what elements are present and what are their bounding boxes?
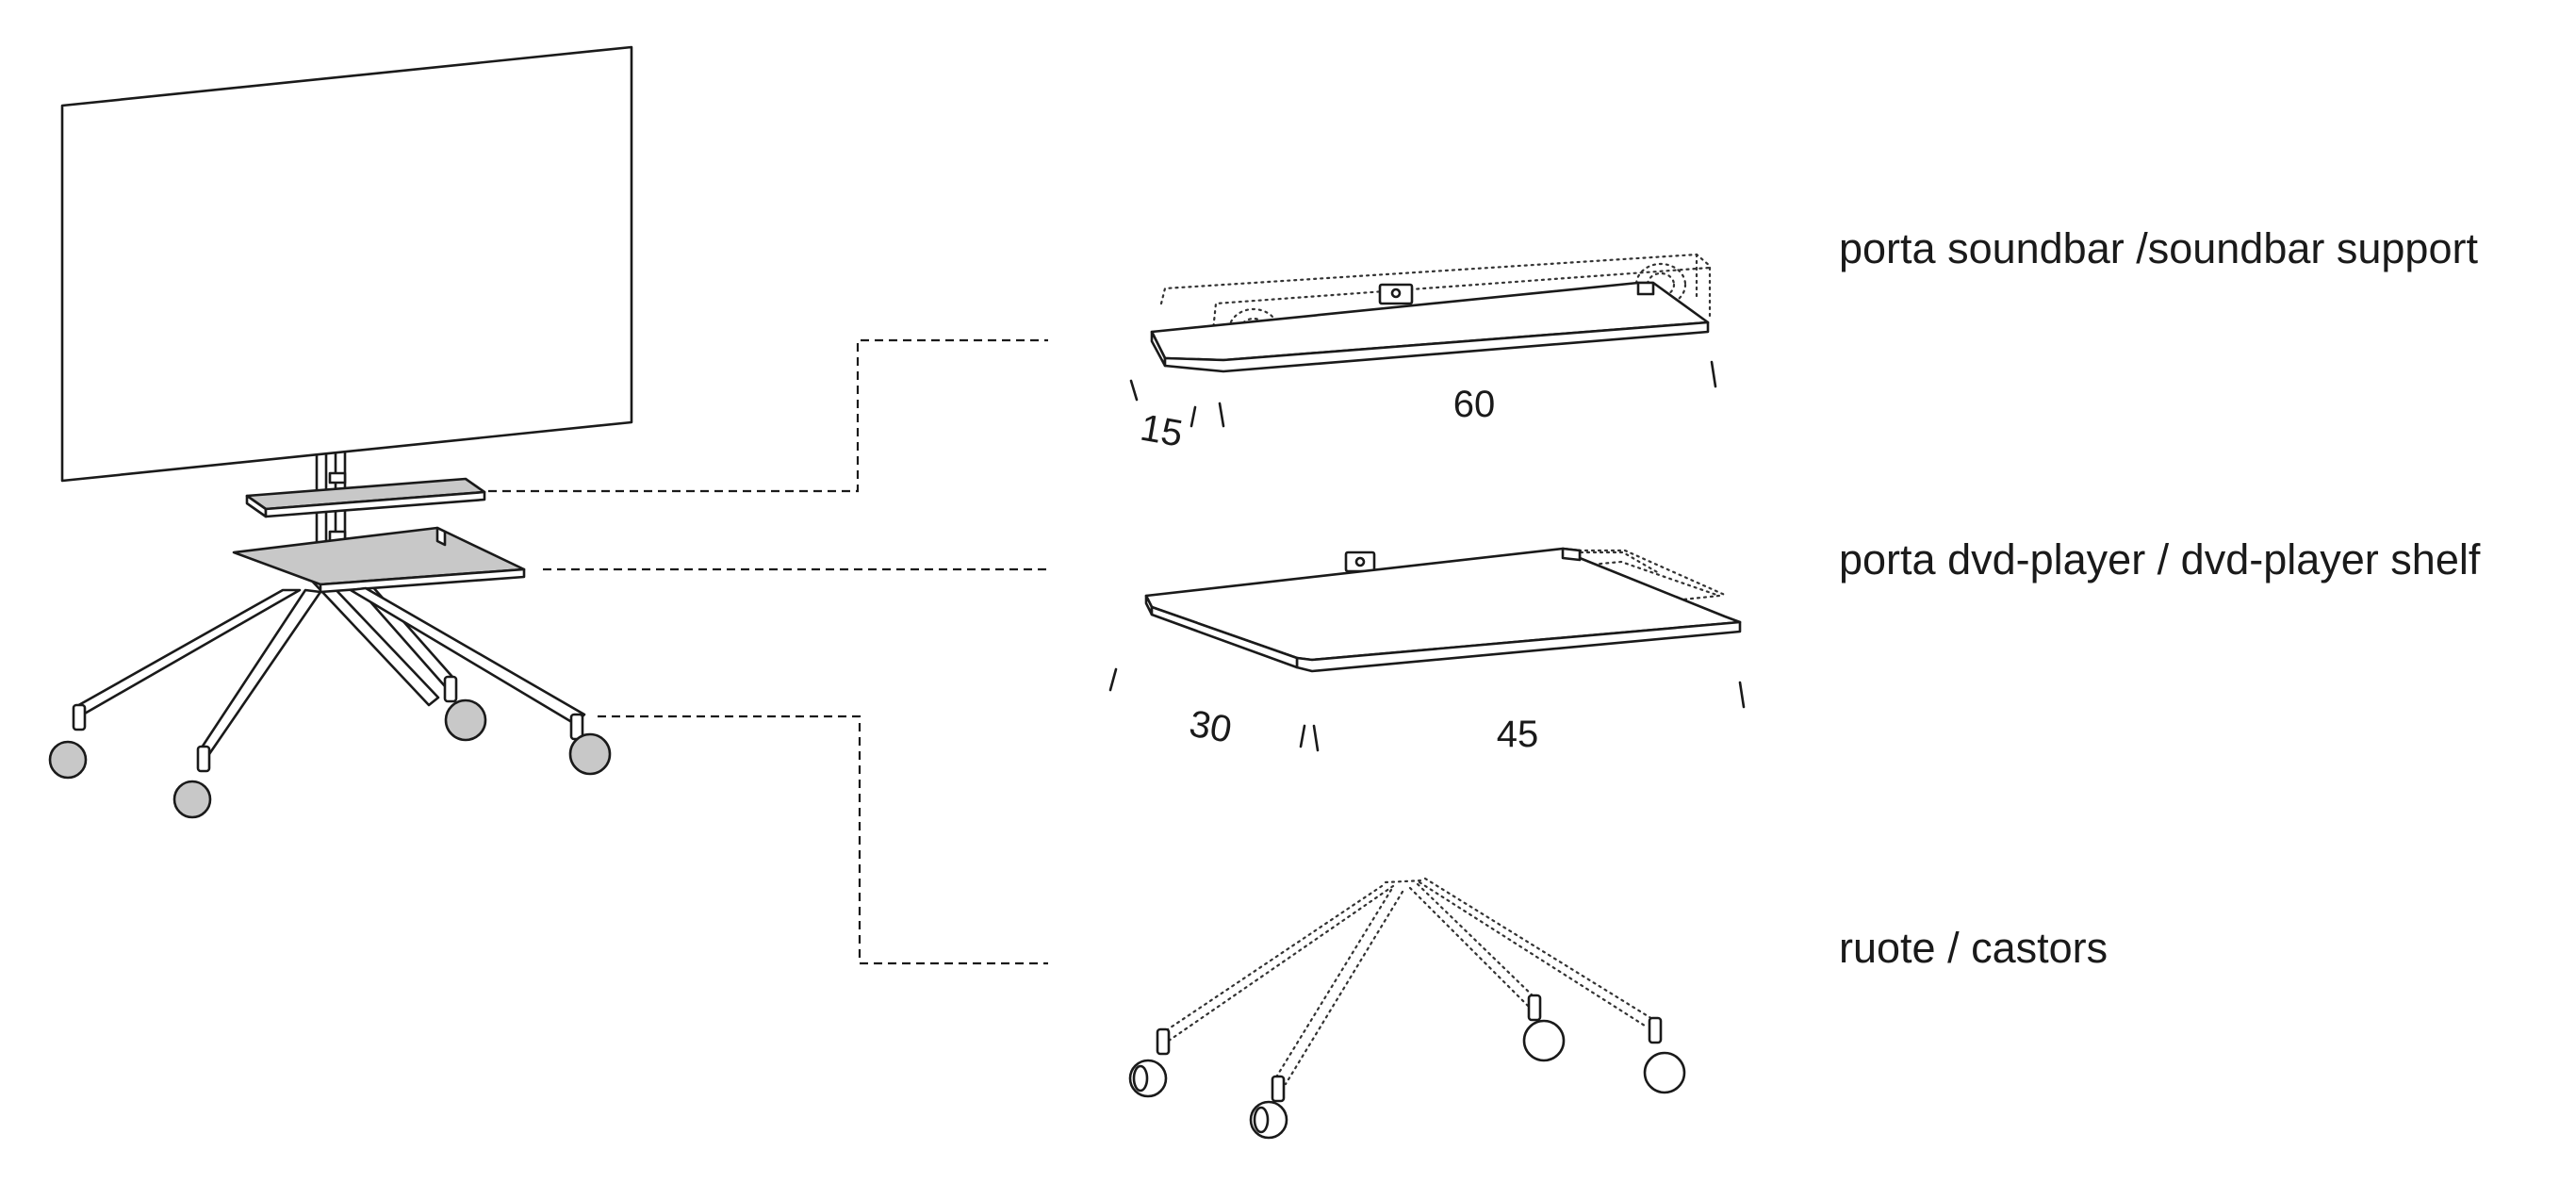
soundbar-bracket	[1378, 283, 1414, 305]
castors-label: ruote / castors	[1839, 924, 2108, 972]
leader-soundbar	[488, 338, 1048, 493]
dvd-player-shelf-label: porta dvd-player / dvd-player shelf	[1839, 535, 2481, 583]
castor-leg-ghosts	[1157, 877, 1659, 1086]
dvd-width-dimension: 45	[1497, 714, 1539, 755]
stand-castors	[48, 675, 612, 819]
dvd-shelf-detail: 30 45	[1108, 547, 1746, 755]
soundbar-dimension-ticks	[1129, 360, 1717, 428]
dvd-depth-dimension: 30	[1187, 703, 1235, 751]
soundbar-shelf-mounted	[245, 471, 486, 518]
leader-lines	[488, 338, 1048, 965]
tv-stand-assembly	[48, 45, 633, 819]
leader-castors	[598, 715, 1048, 965]
castors-detail	[1128, 877, 1686, 1140]
dvd-shelf-mounted	[232, 526, 526, 594]
castor-wheels	[1128, 994, 1686, 1140]
dvd-dimension-ticks	[1108, 667, 1746, 752]
front-legs	[74, 586, 586, 756]
tv-screen	[60, 45, 633, 483]
soundbar-depth-dimension: 15	[1138, 407, 1186, 455]
soundbar-support-label: porta soundbar /soundbar support	[1839, 224, 2478, 272]
soundbar-support-detail: 15 60	[1129, 253, 1717, 455]
dvd-bracket	[1344, 550, 1376, 573]
soundbar-width-dimension: 60	[1453, 384, 1496, 425]
